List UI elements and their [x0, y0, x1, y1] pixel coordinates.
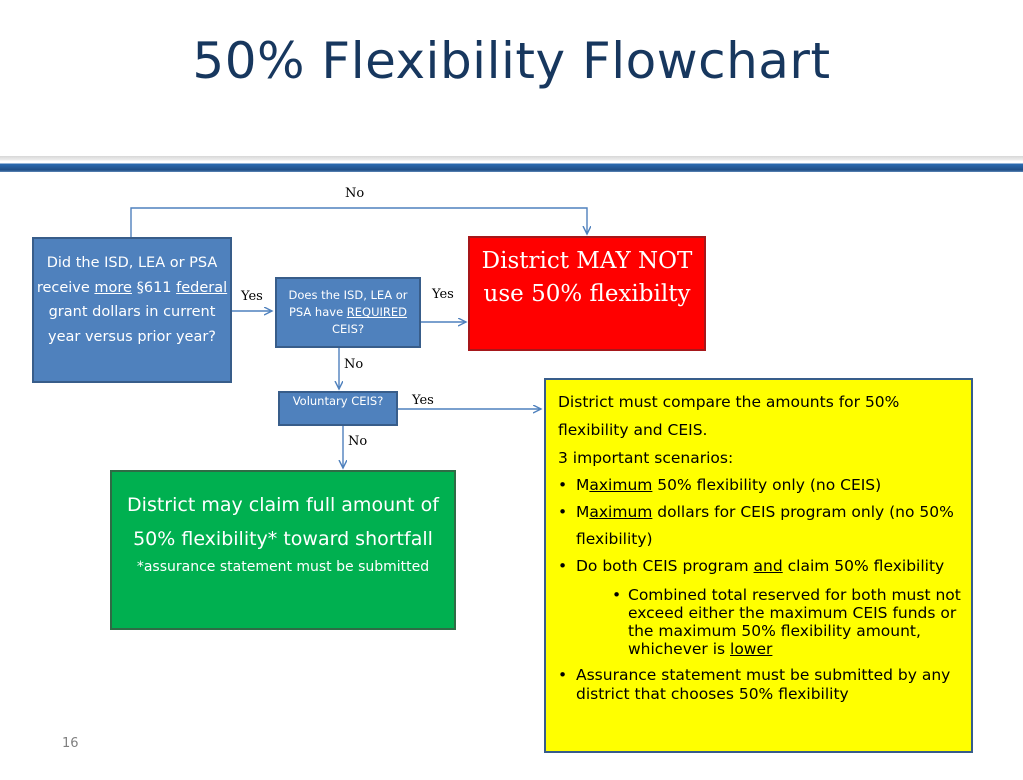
outcome-may-claim: District may claim full amount of 50% fl…	[110, 470, 456, 630]
q1-text-a: Did the ISD, LEA or PSA receive	[36, 255, 218, 296]
scenarios-panel: District must compare the amounts for 50…	[544, 378, 973, 753]
may-claim-main: District may claim full amount of 50% fl…	[127, 494, 439, 550]
question-required-ceis: Does the ISD, LEA or PSA have REQUIRED C…	[275, 277, 421, 348]
b3-u: and	[753, 557, 783, 575]
label-no-q3: No	[348, 434, 368, 449]
b4: Assurance statement must be submitted by…	[576, 666, 951, 703]
scenario-item-4: • Assurance statement must be submitted b…	[558, 666, 961, 704]
b1-u: aximum	[589, 476, 653, 494]
q2-text-b: CEIS?	[331, 322, 365, 336]
b2-a: M	[576, 503, 590, 521]
label-yes-q2: Yes	[432, 287, 454, 302]
page-title: 50% Flexibility Flowchart	[192, 32, 831, 90]
q2-required: REQUIRED	[346, 305, 408, 319]
label-no-top: No	[345, 186, 365, 201]
scenario-item-1: • Maximum 50% flexibility only (no CEIS)	[558, 472, 961, 499]
bullet-icon: •	[558, 503, 568, 521]
may-claim-note: *assurance statement must be submitted	[136, 559, 430, 575]
label-yes-q1: Yes	[241, 289, 263, 304]
q1-text-c: grant dollars in current year versus pri…	[47, 304, 216, 345]
may-not-text: District MAY NOT use 50% flexibilty	[481, 248, 693, 307]
arrow-no-loop	[130, 207, 587, 237]
page-number: 16	[62, 736, 79, 751]
bullet-icon: •	[612, 586, 622, 604]
q2-text-a: Does the ISD, LEA or PSA have	[288, 288, 408, 319]
sub-u: lower	[730, 640, 773, 658]
b2-b: dollars for CEIS program only (no 50% fl…	[576, 503, 954, 548]
label-no-q2: No	[344, 357, 364, 372]
q1-text-b: §611	[136, 279, 172, 296]
b1-b: 50% flexibility only (no CEIS)	[652, 476, 882, 494]
q1-more: more	[94, 279, 132, 296]
question-more-federal-dollars: Did the ISD, LEA or PSA receive more §61…	[32, 237, 232, 383]
title-divider	[0, 156, 1023, 172]
q3-text: Voluntary CEIS?	[292, 394, 384, 408]
scenario-item-3: • Do both CEIS program and claim 50% flex…	[558, 553, 961, 580]
scenario-item-2: • Maximum dollars for CEIS program only (…	[558, 499, 961, 553]
label-yes-q3: Yes	[412, 393, 434, 408]
b3-a: Do both CEIS program	[576, 557, 754, 575]
scenario-subitem: • Combined total reserved for both must n…	[558, 586, 961, 658]
b3-b: claim 50% flexibility	[782, 557, 945, 575]
sub-a: Combined total reserved for both must no…	[628, 586, 961, 658]
b2-u: aximum	[589, 503, 653, 521]
scenarios-intro: District must compare the amounts for 50…	[558, 393, 900, 439]
bullet-icon: •	[558, 476, 568, 494]
question-voluntary-ceis: Voluntary CEIS?	[278, 391, 398, 426]
scenarios-heading: 3 important scenarios:	[558, 449, 734, 467]
q1-federal: federal	[176, 279, 228, 296]
bullet-icon: •	[558, 666, 568, 684]
outcome-may-not-use: District MAY NOT use 50% flexibilty	[468, 236, 706, 351]
b1-a: M	[576, 476, 590, 494]
bullet-icon: •	[558, 557, 568, 575]
